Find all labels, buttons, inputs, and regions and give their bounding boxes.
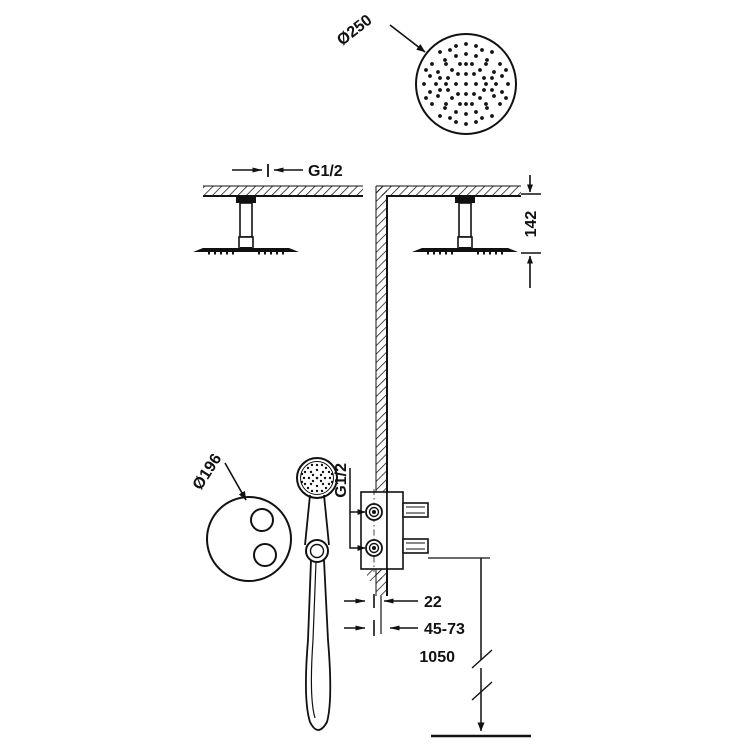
drop-height-label: 142 <box>523 211 540 238</box>
floor-height-label: 1050 <box>419 649 455 666</box>
control-knob-upper[interactable] <box>250 508 274 532</box>
projection-22-label: 22 <box>424 594 442 611</box>
overhead-diameter-label: Ø250 <box>334 12 375 50</box>
outlet-thread-label: G1/2 <box>333 463 350 498</box>
overhead-shower-face <box>415 33 517 135</box>
projection-22-dimension: 22 <box>344 594 442 634</box>
control-plate-diameter-callout: Ø196 <box>190 451 247 501</box>
control-plate-diameter-label: Ø196 <box>190 451 226 493</box>
hand-shower <box>296 457 338 731</box>
control-plate <box>206 496 292 582</box>
projection-range-dimension: 45-73 <box>344 620 465 638</box>
ceiling-arm-right <box>412 196 518 255</box>
spray-nozzle-dots <box>422 42 510 126</box>
head-nozzles-right <box>427 252 503 255</box>
ceiling-thread-label: G1/2 <box>308 163 343 180</box>
ceiling-arm-left <box>193 196 299 255</box>
floor-height-dimension: 1050 <box>419 557 531 738</box>
head-nozzles-left <box>208 252 284 255</box>
wall-outlet-body <box>360 489 429 581</box>
control-knob-lower[interactable] <box>253 543 277 567</box>
overhead-diameter-callout: Ø250 <box>334 12 426 53</box>
ceiling-section-left <box>203 185 363 197</box>
outlet-thread-callout: G1/2 <box>333 463 366 551</box>
hand-shower-nozzles <box>300 463 334 493</box>
projection-range-label: 45-73 <box>424 621 465 638</box>
ceiling-thread-callout: G1/2 <box>232 163 343 180</box>
drop-height-dimension: 142 <box>521 175 541 288</box>
